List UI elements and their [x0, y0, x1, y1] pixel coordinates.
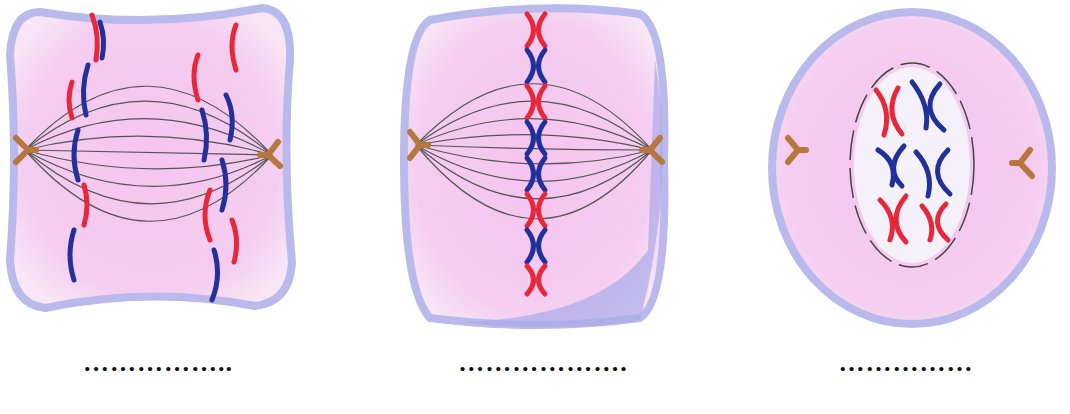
anaphase-cell — [10, 8, 292, 308]
metaphase-cell — [404, 8, 665, 327]
answer-blank: ………………. — [458, 348, 628, 378]
centriole — [788, 138, 1032, 176]
chromosomes — [876, 82, 950, 242]
answer-blank: …………….. — [83, 348, 233, 378]
answer-blank: …………… — [839, 348, 974, 378]
spindle-fibers — [25, 86, 272, 221]
spindle-fibers — [416, 84, 652, 219]
chromosomes — [527, 14, 545, 294]
prophase-cell — [772, 12, 1052, 324]
centriole — [410, 132, 662, 162]
chromosomes — [69, 15, 237, 300]
centriole — [16, 138, 280, 166]
